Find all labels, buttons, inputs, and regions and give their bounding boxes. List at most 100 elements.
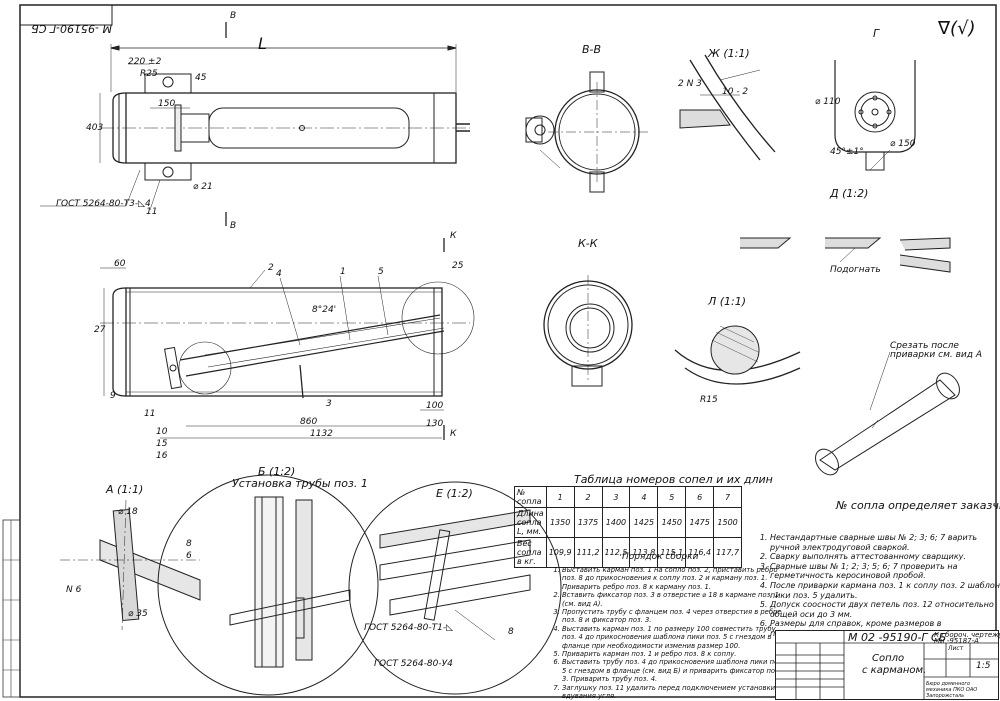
- list-item: Выставить карман поз. 1 на сопло поз. 2,…: [562, 566, 787, 591]
- position-8-a: 8: [186, 539, 192, 549]
- table-cell: 109,9: [545, 537, 575, 568]
- section-bb-view: [525, 71, 648, 193]
- table-row: Вес сопла в кг. 109,9 111,2 112,5 113,8 …: [514, 537, 743, 568]
- cut-label-k-top: К: [450, 231, 457, 241]
- table-cell: 2: [573, 486, 603, 508]
- drawing-frame: [19, 4, 997, 698]
- table-cell: 1500: [713, 507, 743, 538]
- position-12: 11: [146, 207, 158, 217]
- dim-130: 130: [426, 419, 444, 429]
- position-10: 10: [156, 427, 168, 437]
- dim-d110: ⌀ 110: [815, 97, 841, 107]
- table-cell: 1375: [573, 507, 603, 538]
- title-block-name-2: с карманом.: [862, 665, 927, 676]
- position-2: 2: [268, 263, 274, 273]
- list-item: Допуск соосности двух петель поз. 12 отн…: [770, 600, 1000, 619]
- table-cell: Вес сопла в кг.: [514, 537, 547, 568]
- table-cell: 1425: [629, 507, 659, 538]
- dim-r15: R15: [700, 395, 718, 405]
- view-g-title: Г: [873, 27, 880, 40]
- dim-d150: ⌀ 150: [890, 139, 916, 149]
- dim-d35: ⌀ 35: [128, 609, 148, 619]
- main-section-view: [100, 238, 475, 440]
- list-item: Заглушку поз. 11 удалить перед подключен…: [562, 684, 787, 701]
- section-kk-view: [543, 275, 633, 387]
- position-5: 5: [378, 267, 384, 277]
- detail-zh-view: [679, 54, 776, 161]
- dim-45deg: 45°±1°: [830, 147, 864, 157]
- table-row: Длина сопла L, мм. 1350 1375 1400 1425 1…: [514, 507, 743, 538]
- section-kk-title: К-К: [578, 237, 598, 250]
- detail-l-title: Л (1:1): [708, 295, 747, 308]
- position-11: 11: [144, 409, 156, 419]
- dim-r25: R25: [140, 69, 158, 79]
- detail-e-title: Е (1:2): [436, 487, 473, 500]
- position-8-e: 8: [508, 627, 514, 637]
- position-9: 9: [110, 391, 116, 401]
- gost-e2-label: ГОСТ 5264-80-У4: [374, 659, 453, 669]
- podognat-label: Подогнать: [830, 265, 881, 275]
- table-cell: 1: [545, 486, 575, 508]
- position-6: 6: [186, 551, 192, 561]
- dim-10-2: 10 - 2: [722, 87, 749, 97]
- rotated-drawing-code: М -95190-Г СБ: [31, 22, 112, 35]
- list-item: Вставить фиксатор поз. 3 в отверстие ⌀ 1…: [562, 591, 787, 608]
- detail-d-view: [740, 237, 951, 273]
- table-cell: 1400: [601, 507, 631, 538]
- position-4: 4: [276, 269, 282, 279]
- list-item: Пропустить трубу с фланцем поз. 4 через …: [562, 608, 787, 625]
- nozzle-table: № сопла 1 2 3 4 5 6 7 Длина сопла L, мм.…: [514, 486, 743, 568]
- dim-860: 860: [300, 417, 318, 427]
- table-cell: 113,8: [629, 537, 659, 568]
- detail-b-subtitle: Установка трубы поз. 1: [232, 477, 368, 490]
- title-block-sheet-label: Лист: [948, 645, 964, 652]
- dim-150: 150: [158, 99, 176, 109]
- dim-45: 45: [195, 73, 207, 83]
- dim-220: 220 ±2: [128, 57, 162, 67]
- title-block-name-1: Сопло: [872, 653, 905, 664]
- cut-label-b-bottom: В: [230, 221, 237, 231]
- assembly-title: Порядок сборки: [622, 552, 699, 562]
- detail-b-view: [157, 474, 379, 696]
- dim-25: 25: [452, 261, 464, 271]
- table-cell: 5: [657, 486, 687, 508]
- dim-angle: 8°24': [312, 305, 337, 315]
- length-label: L: [258, 34, 267, 53]
- table-cell: 4: [629, 486, 659, 508]
- table-cell: № сопла: [514, 486, 547, 508]
- gost-e1-label: ГОСТ 5264-80-Т1-◺: [364, 623, 453, 633]
- table-cell: 7: [713, 486, 743, 508]
- title-block: М 02 -95190-Г СБ К сбороч. чертежу Ми -9…: [775, 630, 1000, 700]
- dim-1132: 1132: [310, 429, 333, 439]
- title-block-code: М 02 -95190-Г СБ: [848, 631, 947, 644]
- title-block-ref-2: Ми -95187-А: [934, 637, 979, 645]
- detail-e-view: [348, 481, 562, 695]
- cut-label-k-bottom: К: [450, 429, 457, 439]
- table-cell: 111,2: [573, 537, 603, 568]
- position-3: 3: [326, 399, 332, 409]
- title-block-company: Бюро доменного механика ПКО ОАО Запорожс…: [926, 681, 978, 699]
- table-cell: 3: [601, 486, 631, 508]
- dim-403: 403: [86, 123, 104, 133]
- detail-a-view: [60, 499, 201, 631]
- position-15: 15: [156, 439, 168, 449]
- position-1: 1: [340, 267, 346, 277]
- detail-a-title: А (1:1): [106, 483, 144, 496]
- list-item: Нестандартные сварные швы № 2; 3; 6; 7 в…: [770, 533, 1000, 552]
- list-item: Приварить карман поз. 1 и ребро поз. 8 к…: [562, 650, 787, 658]
- table-cell: 115,1: [657, 537, 687, 568]
- dim-27: 27: [94, 325, 106, 335]
- table-cell: 1350: [545, 507, 575, 538]
- list-item: Сварку выполнять аттестованному сварщику…: [770, 552, 1000, 562]
- detail-l-view: [674, 325, 801, 385]
- list-item: Выставить карман поз. 1 по размеру 100 с…: [562, 625, 787, 650]
- table-cell: 1475: [685, 507, 715, 538]
- table-cell: Длина сопла L, мм.: [514, 507, 547, 538]
- cut-label-b-top: В: [230, 11, 237, 21]
- section-bb-title: В-В: [582, 43, 602, 56]
- list-item: Выставить трубу поз. 4 до прикосновения …: [562, 658, 787, 683]
- table-row: № сопла 1 2 3 4 5 6 7: [514, 486, 743, 508]
- dim-100: 100: [426, 401, 444, 411]
- list-item: Сварные швы № 1; 2; 3; 5; 6; 7 проверить…: [770, 562, 1000, 581]
